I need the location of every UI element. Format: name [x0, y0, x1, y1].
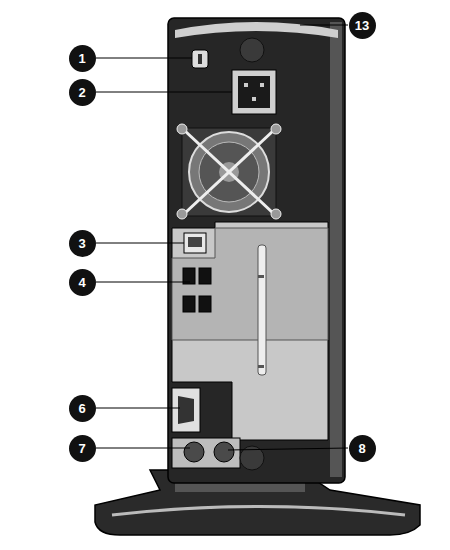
top-cap — [175, 22, 338, 38]
callout-number: 7 — [69, 435, 96, 462]
expansion-slot — [258, 245, 266, 375]
callout-number: 2 — [69, 79, 96, 106]
lock-hole — [198, 54, 202, 64]
tower-side — [330, 22, 342, 477]
callout-number: 3 — [69, 230, 96, 257]
slot-mark — [258, 275, 264, 278]
port-hole — [188, 237, 202, 247]
io-panel — [172, 222, 328, 440]
serial-port — [172, 388, 200, 432]
callout-number: 4 — [69, 269, 96, 296]
fan — [177, 124, 281, 219]
network-port — [184, 233, 206, 253]
callout-text: 4 — [78, 275, 85, 290]
callout-text: 13 — [355, 18, 369, 33]
callout-text: 8 — [358, 441, 365, 456]
slot-mark — [258, 365, 264, 368]
screw — [240, 38, 264, 62]
callout-number: 8 — [349, 435, 376, 462]
stand-highlight — [112, 507, 405, 516]
callout-text: 3 — [78, 236, 85, 251]
callout-number: 1 — [69, 45, 96, 72]
tower-housing — [168, 18, 345, 483]
usb-ports — [183, 268, 211, 312]
pin — [260, 83, 264, 87]
callout-number: 6 — [69, 395, 96, 422]
callout-text: 2 — [78, 85, 85, 100]
serial-shell — [178, 396, 194, 424]
callout-text: 6 — [78, 401, 85, 416]
lock-slot — [192, 50, 208, 68]
ps2-port — [214, 442, 234, 462]
callout-text: 1 — [78, 51, 85, 66]
power-socket — [238, 76, 270, 108]
pin — [244, 83, 248, 87]
power-connector — [232, 70, 276, 114]
ps2-port — [184, 442, 204, 462]
callout-number: 13 — [349, 12, 376, 39]
callout-text: 7 — [78, 441, 85, 456]
ps2-panel — [172, 438, 240, 468]
leader-lines — [96, 25, 348, 450]
pin — [252, 97, 256, 101]
panel-inner — [172, 228, 328, 340]
